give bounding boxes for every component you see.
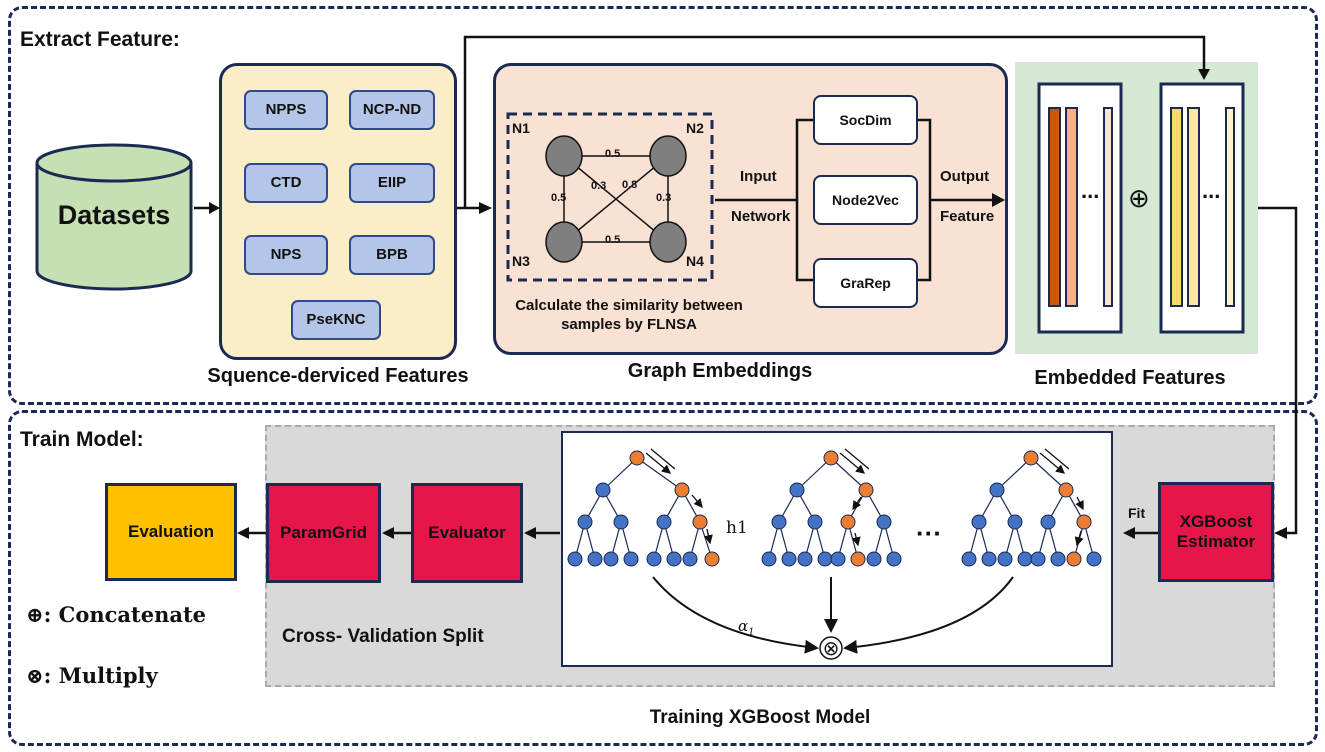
graph-embedding-connectors <box>715 118 1005 282</box>
similarity-caption: Calculate the similarity between samples… <box>515 297 743 333</box>
vector-light-orange <box>1065 107 1078 307</box>
edge-weight-n1-n3: 0.5 <box>551 192 567 204</box>
feature-eiip: EIIP <box>349 163 435 203</box>
feature-label: Feature <box>940 208 995 225</box>
extract-feature-section <box>8 6 1318 405</box>
h1-label: h1 <box>726 518 748 538</box>
edge-weight-n2-n3: 0.8 <box>622 179 638 191</box>
graph-node-n2 <box>649 135 687 177</box>
node-label-n4: N4 <box>686 253 704 269</box>
graph-node-n4 <box>649 221 687 263</box>
datasets-cylinder <box>35 143 193 291</box>
node-label-n3: N3 <box>512 253 530 269</box>
datasets-label: Datasets <box>57 200 171 230</box>
edge-weight-n1-n4: 0.3 <box>591 180 607 192</box>
embedded-ellipsis-right: ... <box>1202 178 1221 203</box>
edge-weight-n2-n4: 0.3 <box>656 192 672 204</box>
evaluator-box: Evaluator <box>411 483 523 583</box>
feature-bpb: BPB <box>349 235 435 275</box>
method-grarep: GraRep <box>813 258 918 308</box>
network-label: Network <box>731 208 791 225</box>
edge-weight-n1-n2: 0.5 <box>605 148 621 160</box>
xgboost-estimator-box: XGBoost Estimator <box>1158 482 1274 582</box>
fit-label: Fit <box>1128 505 1146 521</box>
extract-feature-title: Extract Feature: <box>20 28 180 51</box>
feature-ncp-nd: NCP-ND <box>349 90 435 130</box>
method-node2vec: Node2Vec <box>813 175 918 225</box>
cross-validation-caption: Cross- Validation Split <box>282 626 484 647</box>
sequence-features-caption: Squence-derviced Features <box>207 365 469 387</box>
graph-node-n1 <box>545 135 583 177</box>
graph-embeddings-panel <box>493 63 1008 355</box>
feature-ctd: CTD <box>244 163 328 203</box>
node-label-n2: N2 <box>686 120 704 136</box>
evaluation-box: Evaluation <box>105 483 237 581</box>
alpha-symbol: α <box>738 617 749 635</box>
edge-weight-n3-n4: 0.5 <box>605 234 621 246</box>
graph-node-n3 <box>545 221 583 263</box>
concat-symbol: ⊕ <box>1128 184 1150 214</box>
graph-embeddings-caption: Graph Embeddings <box>627 360 813 382</box>
vector-light-yellow <box>1187 107 1200 307</box>
embedded-features-caption: Embedded Features <box>1034 367 1226 389</box>
paramgrid-box: ParamGrid <box>266 483 381 583</box>
xgboost-trees <box>567 448 1102 660</box>
node-label-n1: N1 <box>512 120 530 136</box>
train-model-title: Train Model: <box>20 428 144 451</box>
feature-pseknc: PseKNC <box>291 300 381 340</box>
vector-pale-orange <box>1103 107 1113 307</box>
tree-ellipsis: ··· <box>916 518 942 548</box>
train-model-section <box>8 410 1318 746</box>
similarity-graph <box>506 112 714 282</box>
output-label: Output <box>940 168 990 185</box>
vector-dark-orange <box>1048 107 1061 307</box>
embedded-features-vectors <box>1037 82 1245 334</box>
embedded-ellipsis-left: ... <box>1081 178 1100 203</box>
feature-npps: NPPS <box>244 90 328 130</box>
training-xgboost-caption: Training XGBoost Model <box>649 707 871 728</box>
method-socdim: SocDim <box>813 95 918 145</box>
alpha-label: α1 <box>738 617 755 638</box>
input-label: Input <box>740 168 777 185</box>
alpha-subscript: 1 <box>748 627 755 638</box>
vector-yellow <box>1170 107 1183 307</box>
legend-concatenate: ⊕: Concatenate <box>26 602 207 627</box>
multiply-node: ⊗ <box>822 636 840 660</box>
feature-nps: NPS <box>244 235 328 275</box>
legend-multiply: ⊗: Multiply <box>26 663 158 688</box>
vector-pale-yellow <box>1225 107 1235 307</box>
